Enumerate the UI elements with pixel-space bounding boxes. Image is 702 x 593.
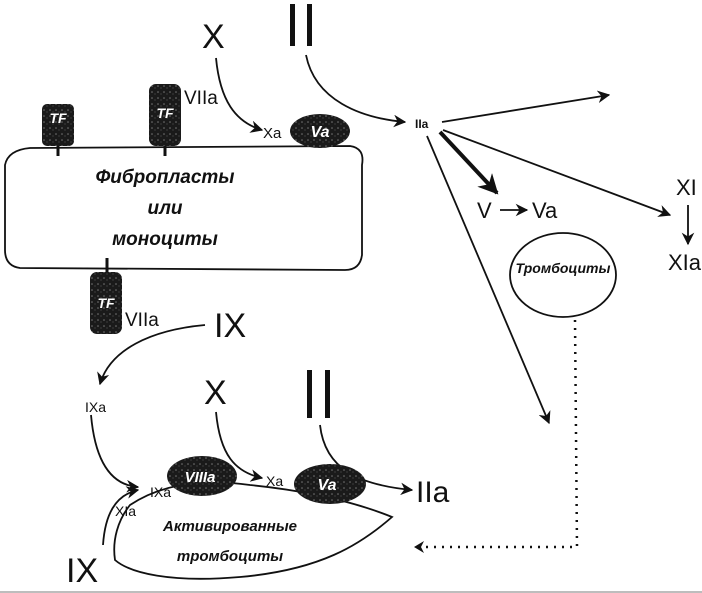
viia-label-bottom: VIIa <box>125 310 159 331</box>
arrow-ii-to-iia-top <box>305 54 407 128</box>
arrow-x-to-xa-bottom <box>215 411 264 482</box>
activated-platelets-label-1: Активированные <box>162 518 297 535</box>
svg-text:TF: TF <box>49 110 67 126</box>
viia-label-top: VIIa <box>184 88 218 109</box>
va-complex-bottom: Va <box>294 464 366 504</box>
factor-xa-bottom: Xa <box>266 473 283 489</box>
fibroblast-cell <box>4 145 364 271</box>
va-complex-top: Va <box>290 114 350 148</box>
svg-text:TF: TF <box>156 105 174 121</box>
svg-text:TF: TF <box>97 295 115 311</box>
arrow-iia-to-v <box>438 130 499 195</box>
factor-ii-bottom <box>307 370 330 418</box>
tf-receptor-center: TF <box>149 84 181 156</box>
arrow-ixa-to-ixa-bottom <box>90 414 140 493</box>
factor-x-bottom: X <box>204 374 227 412</box>
fibroblast-label-3: моноциты <box>112 229 218 250</box>
factor-v: V <box>477 198 492 223</box>
factor-va-right: Va <box>532 198 558 223</box>
arrow-iia-up-right <box>441 90 611 123</box>
fibroblast-label-1: Фибропласты <box>95 167 234 188</box>
bottom-border <box>0 591 702 593</box>
factor-ii-top <box>290 4 312 46</box>
factor-x-top: X <box>202 18 225 56</box>
factor-ixa-mid: IXa <box>85 399 106 415</box>
factor-iia-bottom: IIa <box>416 476 450 509</box>
arrow-iia-down <box>426 135 551 425</box>
platelets-label: Тромбоциты <box>516 260 611 276</box>
factor-ix-mid: IX <box>214 307 246 345</box>
tf-receptor-left: TF <box>42 104 74 156</box>
fibroblast-label-2: или <box>147 198 182 219</box>
svg-text:Va: Va <box>318 477 337 494</box>
dotted-feedback-arrow <box>418 319 579 549</box>
factor-ix-bottom: IX <box>66 552 98 590</box>
factor-xi: XI <box>676 175 697 200</box>
arrow-ix-to-ixa-bottom <box>102 486 140 546</box>
factor-xa-top: Xa <box>263 125 282 142</box>
factor-xia-bottom: XIa <box>115 503 136 519</box>
platelets-cell <box>509 232 617 318</box>
tf-receptor-bottom: TF <box>90 258 122 334</box>
arrow-x-to-xa-top <box>215 57 264 133</box>
activated-platelets-label-2: тромбоциты <box>177 548 283 565</box>
factor-iia-center: IIa <box>415 117 429 131</box>
arrow-iia-to-xi <box>442 129 672 217</box>
arrow-ix-to-ixa-mid <box>97 324 206 386</box>
svg-text:VIIIa: VIIIa <box>185 469 216 486</box>
dotted-arrowhead <box>414 541 424 553</box>
svg-text:Va: Va <box>311 124 330 141</box>
viiia-complex: VIIIa <box>167 456 237 496</box>
factor-xia-right: XIa <box>668 250 702 275</box>
factor-ixa-bottom: IXa <box>150 484 171 500</box>
